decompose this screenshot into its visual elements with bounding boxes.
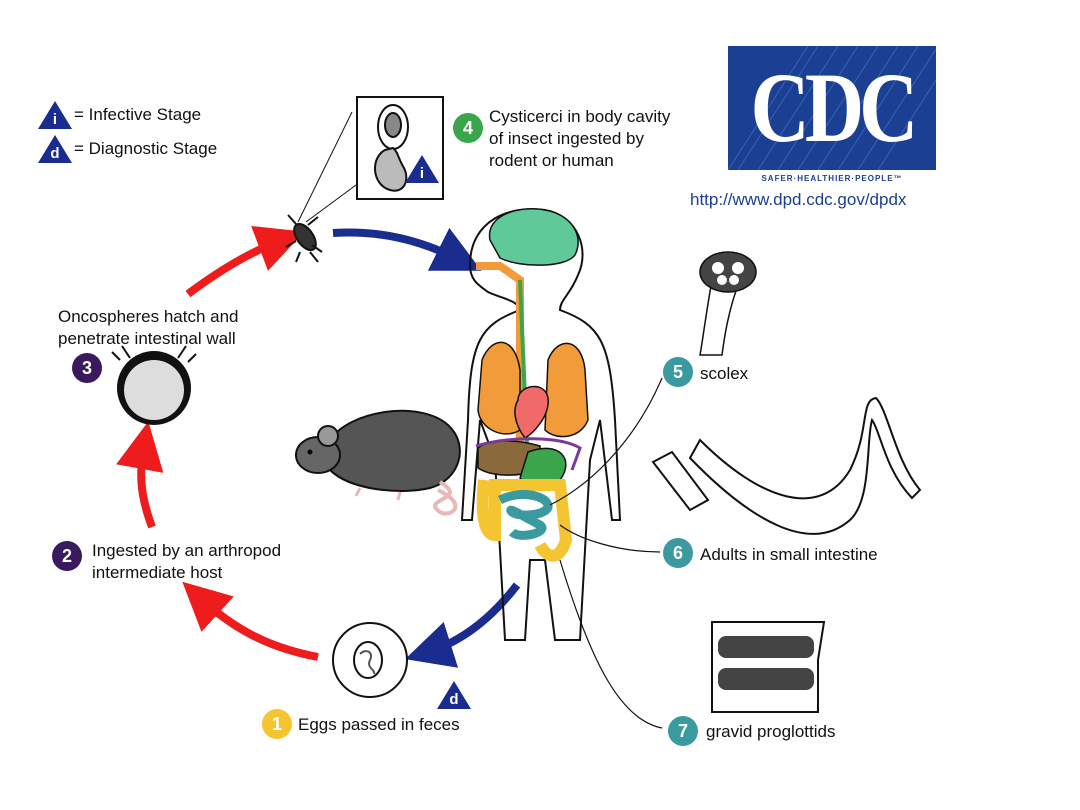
cdc-tagline: SAFER·HEALTHIER·PEOPLE™ bbox=[761, 174, 903, 183]
adult-worm-icon bbox=[651, 396, 922, 535]
cdc-logo: CDC bbox=[728, 46, 936, 170]
step-4-label-line-3: rodent or human bbox=[489, 151, 614, 170]
infective-stage-icon: i bbox=[38, 101, 72, 129]
arrow-insect-to-human bbox=[332, 227, 482, 271]
step-2-label-line-1: Ingested by an arthropod bbox=[92, 541, 282, 560]
lungs-icon bbox=[477, 341, 521, 435]
heart-icon bbox=[514, 385, 549, 439]
small-intestine-icon bbox=[497, 490, 553, 540]
rat-icon bbox=[295, 409, 461, 516]
cysticercoid-icon bbox=[374, 104, 409, 192]
large-intestine-icon bbox=[476, 479, 573, 562]
step-4-label-line-1: Cysticerci in body cavity bbox=[489, 107, 671, 126]
step-3-label-line-2: penetrate intestinal wall bbox=[58, 329, 236, 348]
pointer-lines bbox=[549, 377, 663, 729]
step-7-label: gravid proglottids bbox=[706, 722, 836, 741]
step-3-label-line-1: Oncospheres hatch and bbox=[58, 307, 239, 326]
step-2-label-line-2: intermediate host bbox=[92, 563, 223, 582]
cysticercoid-infective-marker: i bbox=[405, 155, 439, 183]
step-6-badge: 6 bbox=[663, 538, 693, 568]
arrow-oncosphere-to-insect bbox=[185, 225, 305, 298]
brain-icon bbox=[488, 208, 579, 266]
step-5-badge: 5 bbox=[663, 357, 693, 387]
cdc-logo-text: CDC bbox=[750, 52, 919, 163]
step-5-label: scolex bbox=[700, 364, 749, 383]
infective-symbol: i bbox=[52, 111, 58, 128]
step-7-badge: 7 bbox=[668, 716, 698, 746]
beetle-icon bbox=[285, 111, 357, 263]
arrow-host-to-oncosphere bbox=[116, 421, 164, 529]
step-1-badge: 1 bbox=[262, 709, 292, 739]
arrow-egg-to-host bbox=[182, 581, 319, 661]
diaphragm-outline bbox=[475, 437, 582, 471]
diagnostic-stage-icon: d bbox=[38, 135, 72, 163]
scolex-icon bbox=[699, 251, 757, 356]
diagnostic-symbol: d bbox=[50, 145, 60, 162]
diagnostic-stage-label: = Diagnostic Stage bbox=[74, 139, 218, 158]
cdc-url-link[interactable]: http://www.dpd.cdc.gov/dpdx bbox=[690, 190, 907, 209]
egg-icon bbox=[332, 622, 408, 698]
step-4-label-line-2: of insect ingested by bbox=[489, 129, 644, 148]
legend-infective: i = Infective Stage bbox=[38, 100, 201, 130]
step-1-label: Eggs passed in feces bbox=[298, 715, 460, 734]
step-2-badge: 2 bbox=[52, 541, 82, 571]
step-4-badge: 4 bbox=[453, 113, 483, 143]
arrow-human-to-egg bbox=[405, 582, 521, 668]
step-6-label: Adults in small intestine bbox=[700, 545, 878, 564]
egg-diagnostic-marker: d bbox=[437, 681, 471, 709]
step-3-badge: 3 bbox=[72, 353, 102, 383]
infective-stage-label: = Infective Stage bbox=[74, 105, 202, 124]
proglottids-icon bbox=[711, 621, 826, 713]
oncosphere-icon bbox=[111, 345, 197, 425]
legend-diagnostic: d = Diagnostic Stage bbox=[38, 134, 217, 164]
